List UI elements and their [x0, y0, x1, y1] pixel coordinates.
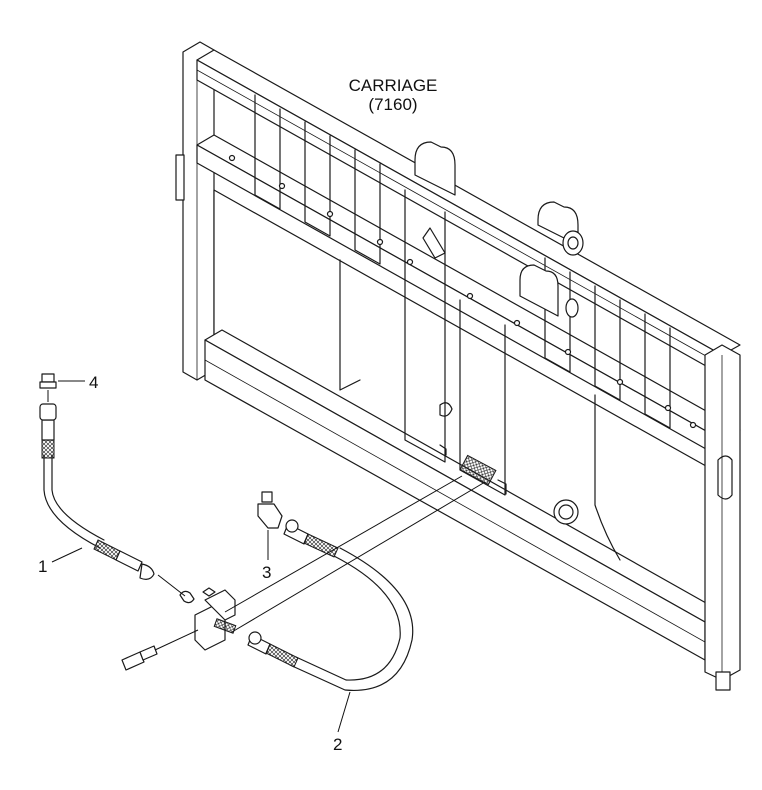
- carriage-frame: [175, 41, 741, 691]
- carriage-title: CARRIAGE: [349, 76, 438, 95]
- callout-leaders: [51, 380, 351, 733]
- callout-3: 3: [262, 563, 271, 582]
- hook-lugs: [414, 141, 584, 525]
- fitting-3-elbow: [257, 491, 283, 529]
- bolt-holes: [228, 154, 697, 429]
- hose-assembly-1: [39, 403, 155, 580]
- hose-assembly-2: [247, 519, 414, 692]
- carriage-part-number: (7160): [368, 95, 417, 114]
- callout-4: 4: [89, 373, 98, 392]
- carriage-connector: [459, 454, 507, 495]
- center-bars: [339, 189, 621, 561]
- assembly-leader-lines: [47, 390, 486, 651]
- fitting-4: [39, 373, 57, 389]
- valve-block: [121, 587, 237, 671]
- callout-2: 2: [333, 735, 342, 754]
- callout-1: 1: [38, 557, 47, 576]
